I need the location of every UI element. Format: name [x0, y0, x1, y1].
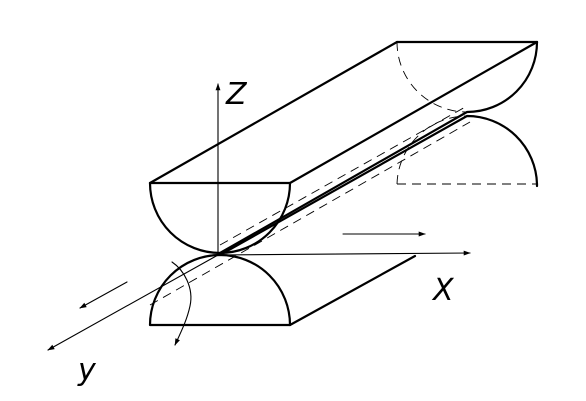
- lower-roller-front-face: [148, 253, 292, 327]
- lower-roller-silhouette: [218, 114, 539, 257]
- exit-direction-arrow: [79, 281, 128, 309]
- roller-axis-hidden-upper: [219, 105, 468, 246]
- lower-roller: [148, 114, 539, 327]
- roller-axis-hidden-lower: [149, 121, 471, 306]
- x-axis-label: X: [431, 273, 455, 308]
- upper-roller-back-arc-hidden: [396, 41, 468, 113]
- upper-roller-top-right-edge: [288, 40, 539, 185]
- upper-roller-top-left-edge: [148, 40, 399, 185]
- upper-roller: [148, 40, 539, 255]
- upper-roller-front-face: [148, 181, 292, 255]
- upper-roller-silhouette: [218, 40, 539, 255]
- y-axis-line: [47, 254, 219, 351]
- lower-roller-back-arc-hidden: [396, 115, 468, 185]
- lower-roller-bottom-edge: [288, 254, 417, 327]
- y-axis-label: y: [77, 353, 97, 388]
- x-axis-line: [217, 250, 471, 256]
- coordinate-axes: [47, 83, 471, 351]
- z-axis-label: Z: [225, 77, 248, 112]
- rotation-arrow: [171, 261, 192, 346]
